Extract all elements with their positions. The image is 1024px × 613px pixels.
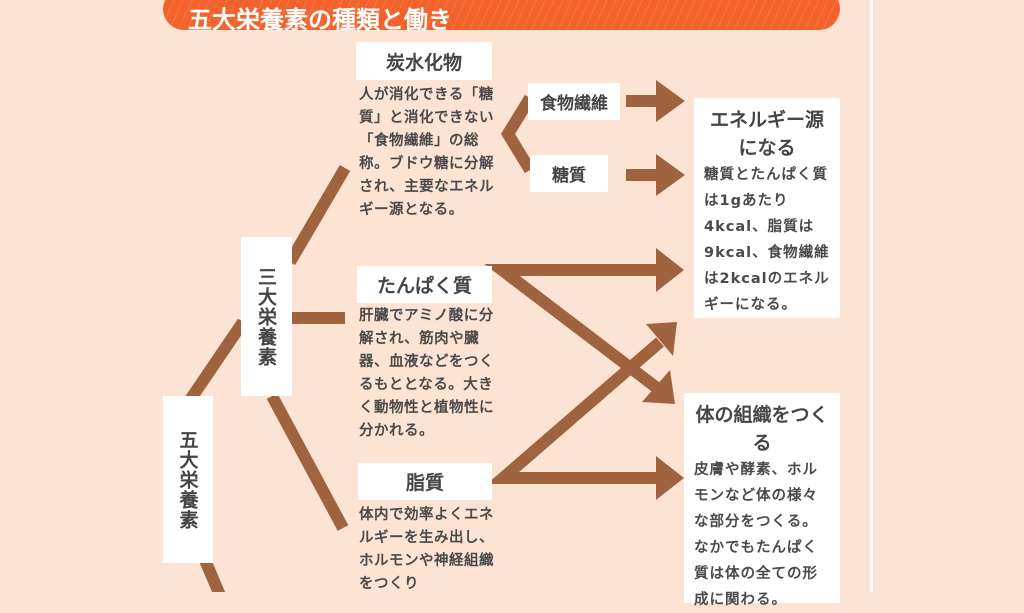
- arrow-protein-tissue-head: [642, 370, 675, 404]
- node-sugar: 糖質: [530, 155, 608, 192]
- arrow-fiber-head: [656, 80, 685, 122]
- fat-description: 体内で効率よくエネルギーを生み出し、ホルモンや神経組織をつくり: [359, 507, 494, 592]
- node-fat: 脂質: [358, 463, 492, 500]
- arrow-protein-energy-head: [656, 248, 684, 292]
- node-five-label: 五大栄養素: [176, 429, 199, 530]
- page-title: 五大栄養素の種類と働き: [188, 6, 452, 34]
- connector-three-carb: [284, 164, 351, 266]
- connector-diagram: [185, 80, 685, 592]
- arrow-fat-shaft: [486, 337, 664, 484]
- node-three-label: 三大栄養素: [255, 266, 277, 367]
- node-five-nutrients: 五大栄養素: [163, 396, 213, 563]
- carb-description: 人が消化できる「糖質」と消化できない「食物繊維」の総称。ブドウ糖に分解され、主要…: [359, 87, 495, 218]
- node-three-nutrients: 三大栄養素: [241, 237, 292, 396]
- arrow-sugar-head: [656, 154, 685, 196]
- title-banner: 五大栄養素の種類と働き: [163, 0, 840, 34]
- arrow-protein-shaft: [484, 264, 661, 393]
- node-carb: 炭水化物: [356, 42, 492, 80]
- connector-three-fat: [266, 393, 349, 531]
- result-tissue: 体の組織をつくる 皮膚や酵素、ホルモンなど体の様々な部分をつくる。なかでもたんぱ…: [684, 393, 840, 608]
- arrow-fat-tissue-head: [656, 456, 684, 500]
- arrow-fat-energy-head: [646, 322, 677, 356]
- result-energy: エネルギー源になる 糖質とたんぱく質は1gあたり4kcal、脂質は9kcal、食…: [694, 98, 840, 318]
- node-fiber: 食物繊維: [528, 83, 620, 120]
- connector-five-down: [199, 557, 226, 592]
- protein-description: 肝臓でアミノ酸に分解され、筋肉や臓器、血液などをつくるもととなる。大きく動物性と…: [359, 308, 494, 439]
- connector-five-three: [185, 318, 248, 404]
- result-tissue-description: 皮膚や酵素、ホルモンなど体の様々な部分をつくる。なかでもたんぱく質は体の全ての形…: [694, 462, 818, 608]
- result-energy-description: 糖質とたんぱく質は1gあたり4kcal、脂質は9kcal、食物繊維は2kcalの…: [704, 167, 830, 313]
- result-tissue-title: 体の組織をつくる: [695, 404, 829, 454]
- result-energy-title: エネルギー源になる: [709, 109, 824, 159]
- bracket-carb-split: [500, 94, 536, 174]
- node-protein: たんぱく質: [357, 266, 492, 303]
- page-divider: [870, 0, 873, 592]
